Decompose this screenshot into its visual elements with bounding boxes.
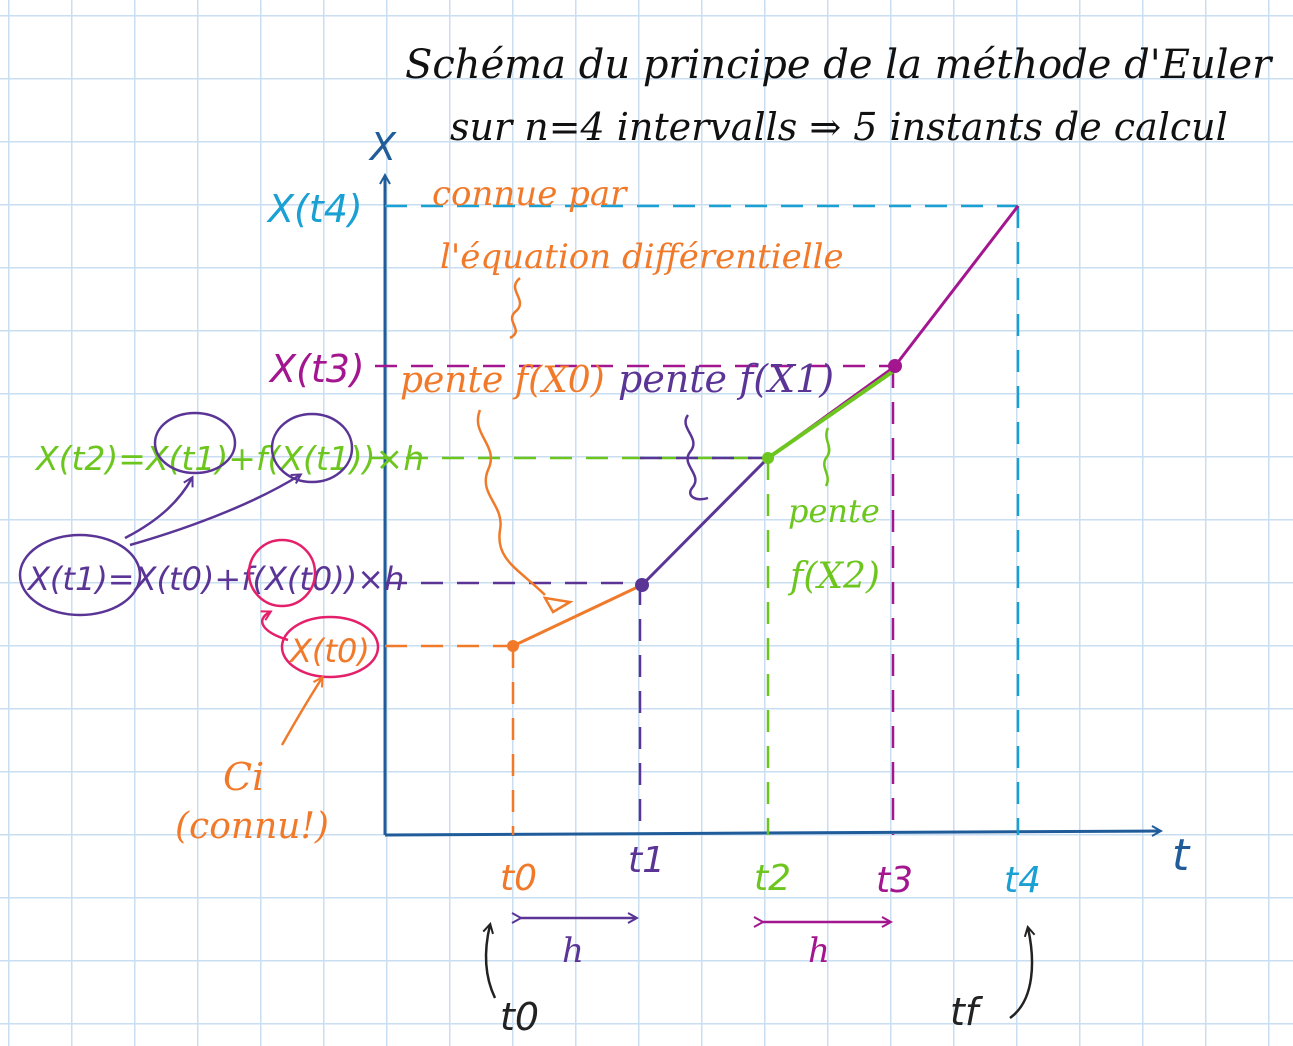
orange-wavy-arrow <box>476 409 546 596</box>
annotation-pente-green: pente <box>788 492 880 530</box>
tick-t4: t4 <box>1004 860 1041 901</box>
annotation-equation-differentielle: l'équation différentielle <box>440 237 844 277</box>
pink-arrow-to-inner <box>262 612 289 642</box>
segment-t2-t3 <box>766 368 897 460</box>
circle-x-t0 <box>280 615 380 679</box>
arrow-to-circle-f-x-t1 <box>129 475 300 547</box>
arrow-up-t0 <box>486 925 497 999</box>
segment-t3-t4 <box>893 205 1020 367</box>
arrow-up-tf <box>1009 928 1032 1020</box>
title-line-2: sur n=4 intervalls ⇒ 5 instants de calcu… <box>450 105 1228 149</box>
tick-t1: t1 <box>628 840 665 881</box>
orange-arrow-ci <box>280 678 322 746</box>
orange-brace-top <box>509 277 522 340</box>
annotation-f-x2: f(X2) <box>787 556 880 597</box>
equation-x-t1: X(t1)=X(t0)+f(X(t0))×h <box>26 560 404 598</box>
circle-x-t1-lhs <box>18 533 142 617</box>
arrow-to-circle-x-t1 <box>124 478 192 540</box>
annotation-pente-f-x1: pente f(X1) <box>618 357 834 401</box>
x-axis <box>384 831 1160 835</box>
title-line-1: Schéma du principe de la méthode d'Euler <box>405 42 1274 88</box>
y-axis-label: X <box>368 125 397 169</box>
green-brace <box>823 427 831 487</box>
tick-t2: t2 <box>754 858 791 899</box>
bottom-tf: tf <box>950 990 984 1034</box>
bottom-t0: t0 <box>500 995 539 1039</box>
label-x-t3: X(t3) <box>268 347 365 391</box>
annotation-connue-par: connue par <box>432 174 628 214</box>
tick-t3: t3 <box>876 860 913 901</box>
purple-brace <box>684 414 709 501</box>
circle-x-t1-inner-eq2 <box>270 412 354 484</box>
point-t1 <box>635 578 649 592</box>
circle-x-t1-in-eq2 <box>153 411 237 475</box>
circle-x-t0-inner <box>247 538 317 608</box>
label-x-t0: X(t0) <box>288 632 370 670</box>
tick-t0: t0 <box>500 858 537 899</box>
segment-t0-t1 <box>512 583 643 648</box>
point-t0 <box>507 640 519 652</box>
point-t3 <box>888 359 902 373</box>
annotation-ci: Ci <box>223 755 264 799</box>
annotation-pente-f-x0: pente f(X0) <box>400 360 605 401</box>
label-x-t4: X(t4) <box>266 187 363 231</box>
point-t2 <box>762 452 774 464</box>
orange-triangle-arrowhead <box>542 596 574 614</box>
segment-t1-t2 <box>640 456 770 587</box>
h-label-second: h <box>808 931 830 971</box>
x-axis-label: t <box>1172 830 1191 881</box>
h-label-first: h <box>562 931 584 971</box>
annotation-connu: (connu!) <box>175 806 329 847</box>
